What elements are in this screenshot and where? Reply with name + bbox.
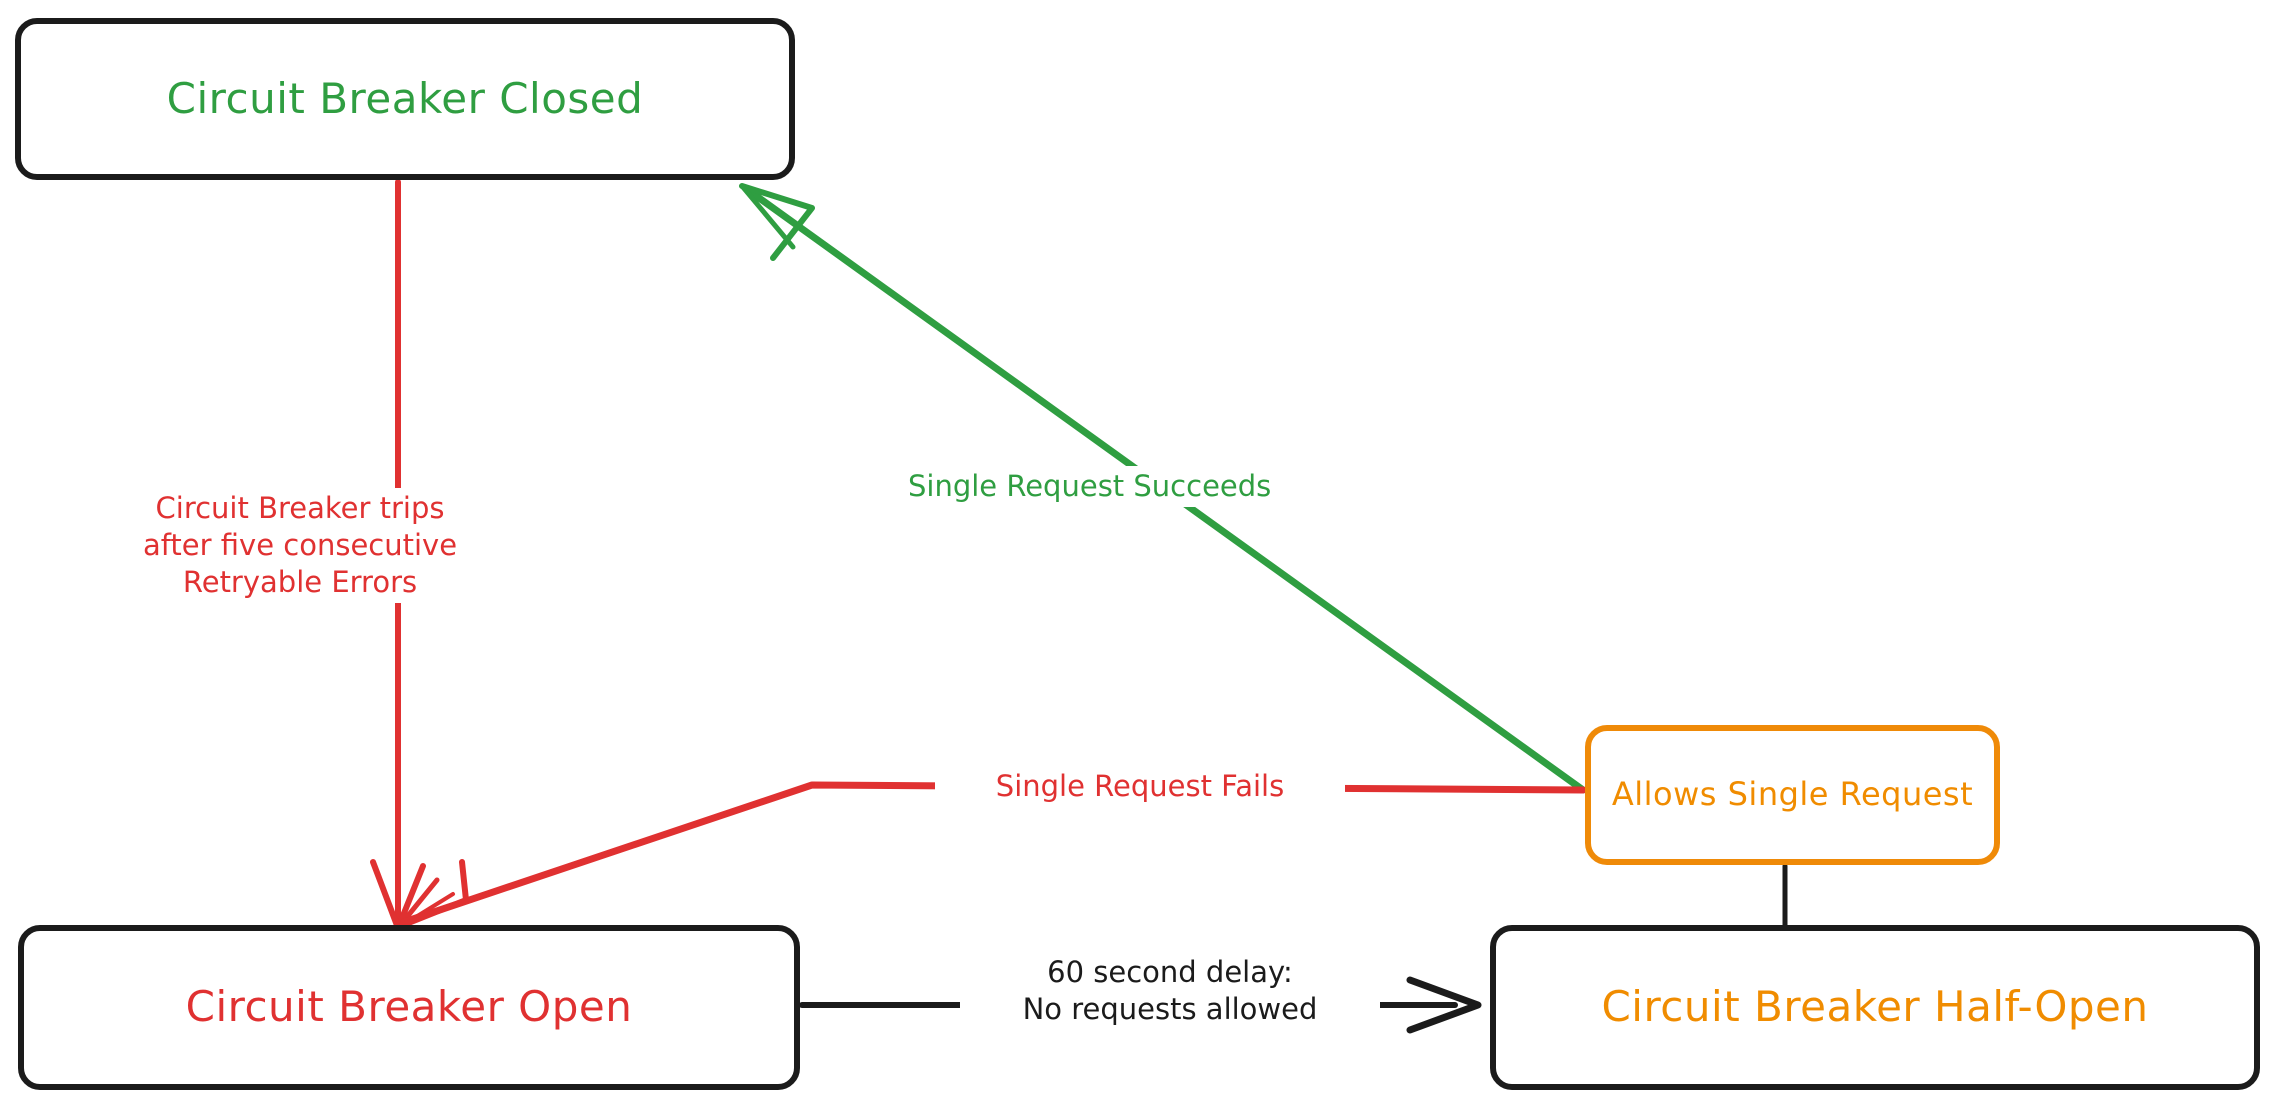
edge-label-succeeds: Single Request Succeeds <box>900 466 1271 508</box>
edge-label-fails: Single Request Fails <box>935 766 1345 808</box>
node-circuit-breaker-closed[interactable]: Circuit Breaker Closed <box>15 18 795 180</box>
node-label-half-open: Circuit Breaker Half-Open <box>1601 982 2149 1032</box>
node-label-closed: Circuit Breaker Closed <box>166 73 644 123</box>
node-label-open: Circuit Breaker Open <box>185 982 633 1032</box>
edge-label-trips: Circuit Breaker trips after five consecu… <box>130 488 470 604</box>
node-label-allows: Allows Single Request <box>1611 775 1974 814</box>
node-allows-single-request[interactable]: Allows Single Request <box>1585 725 2000 865</box>
node-circuit-breaker-half-open[interactable]: Circuit Breaker Half-Open <box>1490 925 2260 1090</box>
node-circuit-breaker-open[interactable]: Circuit Breaker Open <box>18 925 800 1090</box>
edge-label-delay: 60 second delay: No requests allowed <box>960 952 1380 1031</box>
